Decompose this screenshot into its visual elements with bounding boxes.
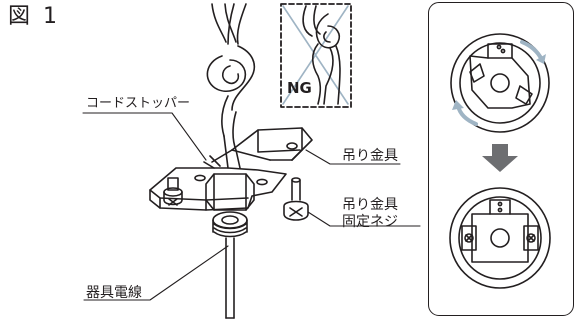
label-hanger-screw-line2: 固定ネジ: [342, 214, 398, 230]
ng-inset: [280, 3, 352, 108]
leader-lines: [82, 112, 421, 301]
label-cord-stopper: コードストッパー: [86, 96, 191, 111]
down-arrow-icon: [482, 144, 518, 172]
base-plate: [149, 155, 287, 211]
hanging-cord: [206, 3, 256, 169]
label-hanger-screw-line1: 吊り金具: [342, 197, 398, 213]
left-screw: [163, 177, 183, 206]
rotation-steps-panel: [428, 2, 574, 316]
leader-hanger-bracket: [305, 149, 401, 165]
disc-after: [449, 187, 551, 289]
label-hanger-bracket: 吊り金具: [342, 148, 398, 164]
hanger-bracket: [211, 127, 313, 163]
ng-cross-line-2: [282, 5, 349, 105]
ng-badge: NG: [287, 79, 312, 97]
leader-cord-stopper: [82, 112, 207, 161]
fixture-cord: [225, 237, 235, 319]
rotate-arrow-bottom: [456, 104, 478, 126]
threaded-nut: [205, 173, 255, 238]
label-fixture-cord: 器具電線: [86, 285, 142, 301]
figure-title: 図 1: [8, 4, 60, 29]
fixing-screw: [283, 177, 309, 221]
leader-fixture-cord: [83, 245, 229, 301]
disc-before: [450, 33, 550, 133]
leader-hanger-screw: [307, 211, 421, 227]
